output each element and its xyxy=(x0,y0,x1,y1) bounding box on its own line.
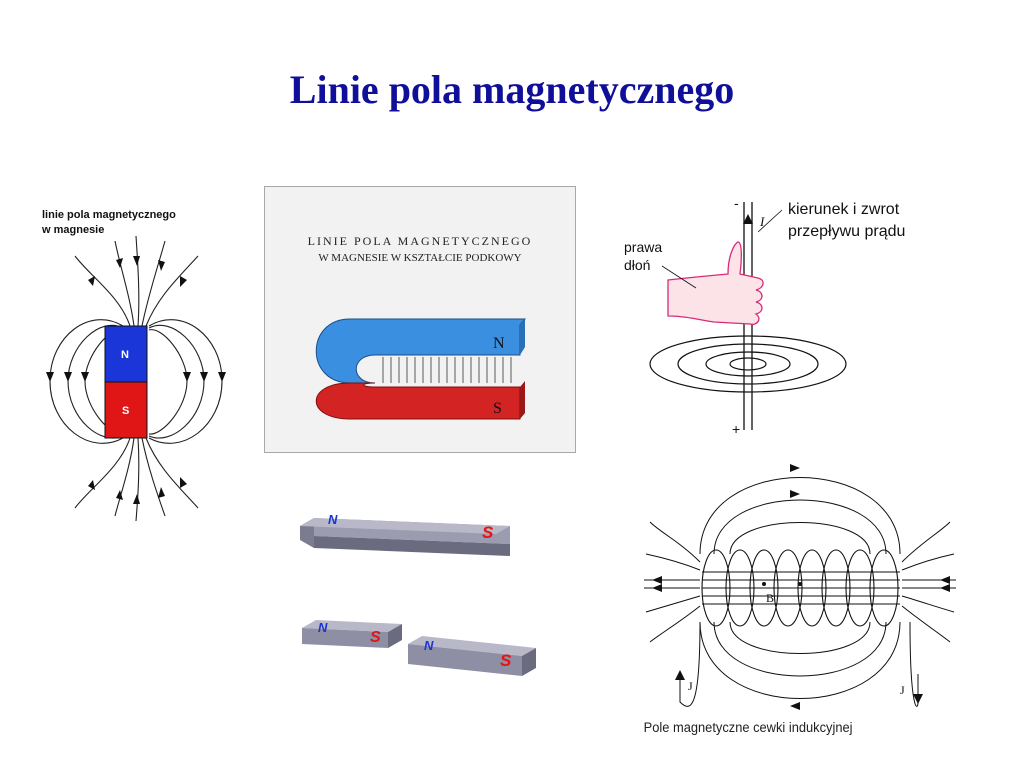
whole-magnet: N S xyxy=(300,512,510,556)
bar-arrowheads xyxy=(46,256,226,504)
horseshoe-north-arm xyxy=(315,318,527,384)
hand-label-current-2: przepływu prądu xyxy=(788,223,905,240)
right-piece-north: N xyxy=(424,638,434,653)
left-piece-south: S xyxy=(370,629,381,646)
left-piece-north: N xyxy=(318,620,328,635)
horseshoe-north-label: N xyxy=(493,335,505,352)
left-piece-magnet: N S xyxy=(302,620,402,648)
right-piece-magnet: N S xyxy=(408,636,536,676)
coil-outer-field-lines xyxy=(644,477,956,707)
hand-shape xyxy=(667,241,764,325)
slide-title: Linie pola magnetycznego xyxy=(289,67,735,112)
whole-north: N xyxy=(328,512,338,527)
coil-field-label: B xyxy=(766,591,774,605)
coil-current-right: J xyxy=(900,683,905,697)
horseshoe-caption-line1: LINIE POLA MAGNETYCZNEGO xyxy=(308,234,533,248)
coil-arrowheads xyxy=(652,464,950,710)
hand-minus: - xyxy=(734,195,739,211)
hand-plus: + xyxy=(732,421,740,437)
right-piece-south: S xyxy=(500,651,512,670)
whole-south: S xyxy=(482,523,494,542)
coil-inner-field-lines xyxy=(702,571,900,605)
horseshoe-south-arm xyxy=(315,382,521,420)
bar-magnet-figure: linie pola magnetycznego w magnesie xyxy=(30,196,230,526)
horseshoe-south-label: S xyxy=(493,400,502,417)
hand-label-hand-1: prawa xyxy=(624,239,662,255)
coil-field-figure: B J J Pole magnetyczne cewki indukcyjnej xyxy=(640,462,962,752)
bar-south-pole xyxy=(104,381,148,439)
bar-caption-line1: linie pola magnetycznego xyxy=(42,209,176,221)
hand-label-current-1: kierunek i zwrot xyxy=(788,201,900,218)
horseshoe-caption-line2: W MAGNESIE W KSZTAŁCIE PODKOWY xyxy=(318,252,521,264)
hand-field-circles xyxy=(649,335,847,393)
hand-current-symbol: I xyxy=(759,214,765,229)
hand-label-hand-2: dłoń xyxy=(624,257,650,273)
horseshoe-magnet-figure: LINIE POLA MAGNETYCZNEGO W MAGNESIE W KS… xyxy=(264,186,576,453)
broken-magnets-figure: N S N S N S xyxy=(296,500,546,690)
coil-current-left: J xyxy=(688,679,693,693)
horseshoe-field-lines xyxy=(382,357,512,383)
bar-caption-line2: w magnesie xyxy=(41,224,104,236)
bar-north-pole xyxy=(104,325,148,383)
right-hand-rule-figure: - + I kierunek i zwrot przepływu prądu p… xyxy=(610,192,950,442)
bar-north-label: N xyxy=(121,349,129,361)
coil-caption: Pole magnetyczne cewki indukcyjnej xyxy=(644,720,853,736)
bar-south-label: S xyxy=(122,405,129,417)
